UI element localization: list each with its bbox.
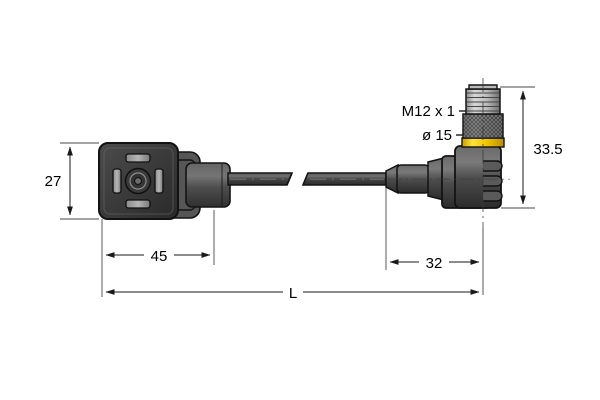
dimension-label-L: L	[289, 285, 297, 302]
dimension-height-right: 33.5	[500, 86, 570, 209]
dimension-label-45: 45	[151, 248, 168, 265]
contact-slot-right	[154, 168, 164, 194]
dimension-length-right: 32	[385, 187, 484, 295]
contact-slot-bottom	[125, 199, 151, 209]
dimension-overall-length: L	[101, 265, 480, 302]
cable-right-segment	[301, 172, 387, 186]
diameter-label: ø 15	[422, 127, 452, 144]
dimension-label-32: 32	[426, 255, 443, 272]
thread-label: M12 x 1	[402, 103, 455, 120]
leader-thread-label: M12 x 1	[402, 103, 466, 120]
dimension-height-left: 27	[45, 142, 99, 220]
grip-ridges	[483, 160, 503, 202]
contact-slot-top	[125, 153, 151, 163]
m12-elbow-body	[441, 145, 503, 209]
dimension-length-left: 45	[101, 210, 215, 265]
dimension-label-33-5: 33.5	[533, 141, 562, 158]
left-valve-connector	[98, 142, 231, 220]
leader-diameter-label: ø 15	[422, 127, 463, 144]
cable-left-segment	[227, 172, 294, 186]
valve-cable-gland	[185, 162, 231, 208]
valve-connector-face	[112, 153, 164, 209]
contact-slot-left	[112, 168, 122, 194]
dimension-label-27: 27	[45, 173, 62, 190]
